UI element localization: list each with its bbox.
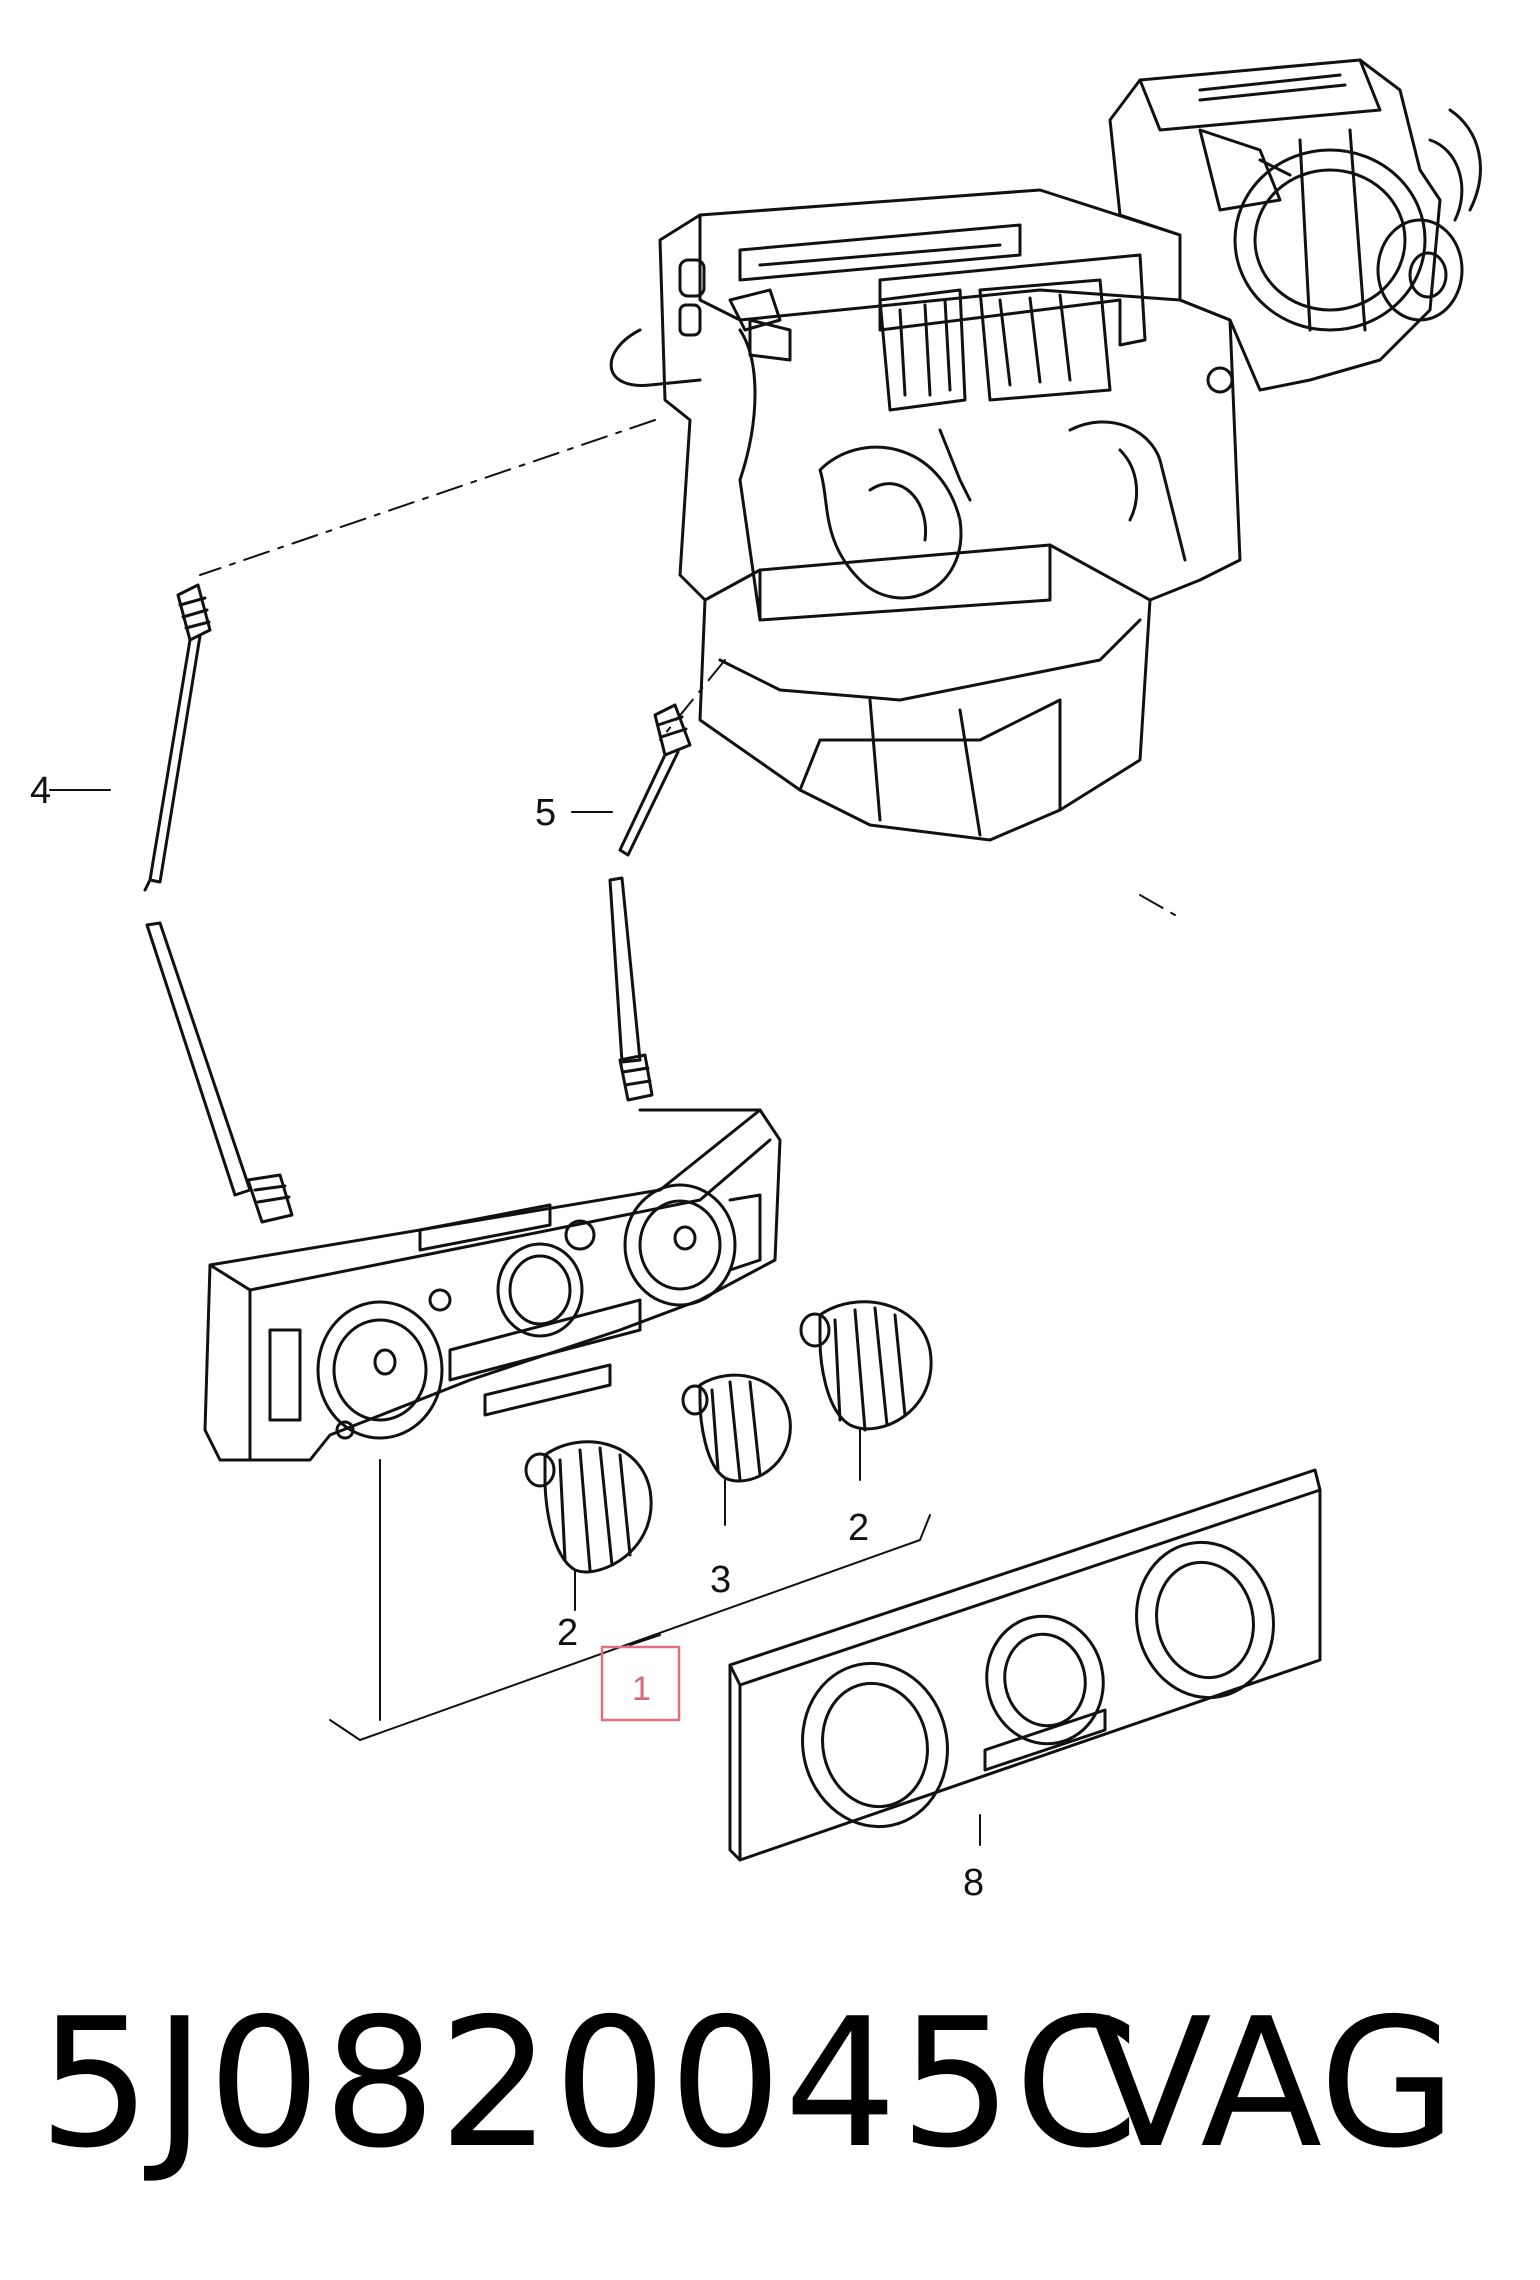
heater-housing (609, 58, 1482, 842)
callout-2-right: 2 (848, 1507, 869, 1549)
callout-8: 8 (963, 1862, 984, 1904)
cable-5 (608, 703, 692, 1102)
knob-2-right (799, 1300, 933, 1432)
part-number: 5J0820045C (38, 1980, 1141, 2187)
callout-2-left: 2 (557, 1612, 578, 1654)
cable-4 (143, 583, 294, 1224)
manufacturer-label: VAG (1090, 1980, 1457, 2187)
control-unit (203, 1108, 782, 1462)
callout-leaders (49, 789, 981, 1846)
knob-3 (681, 1373, 792, 1483)
callout-5: 5 (535, 792, 556, 834)
parts-diagram: 4 5 2 3 2 1 8 (30, 58, 1482, 1904)
knob-2-left (524, 1440, 653, 1574)
callout-4: 4 (30, 770, 51, 812)
callout-1[interactable]: 1 (632, 1670, 651, 1708)
faceplate (728, 1468, 1322, 1862)
callout-3: 3 (710, 1559, 731, 1601)
selection-box[interactable] (600, 1645, 681, 1722)
leader-lines (199, 419, 1176, 916)
